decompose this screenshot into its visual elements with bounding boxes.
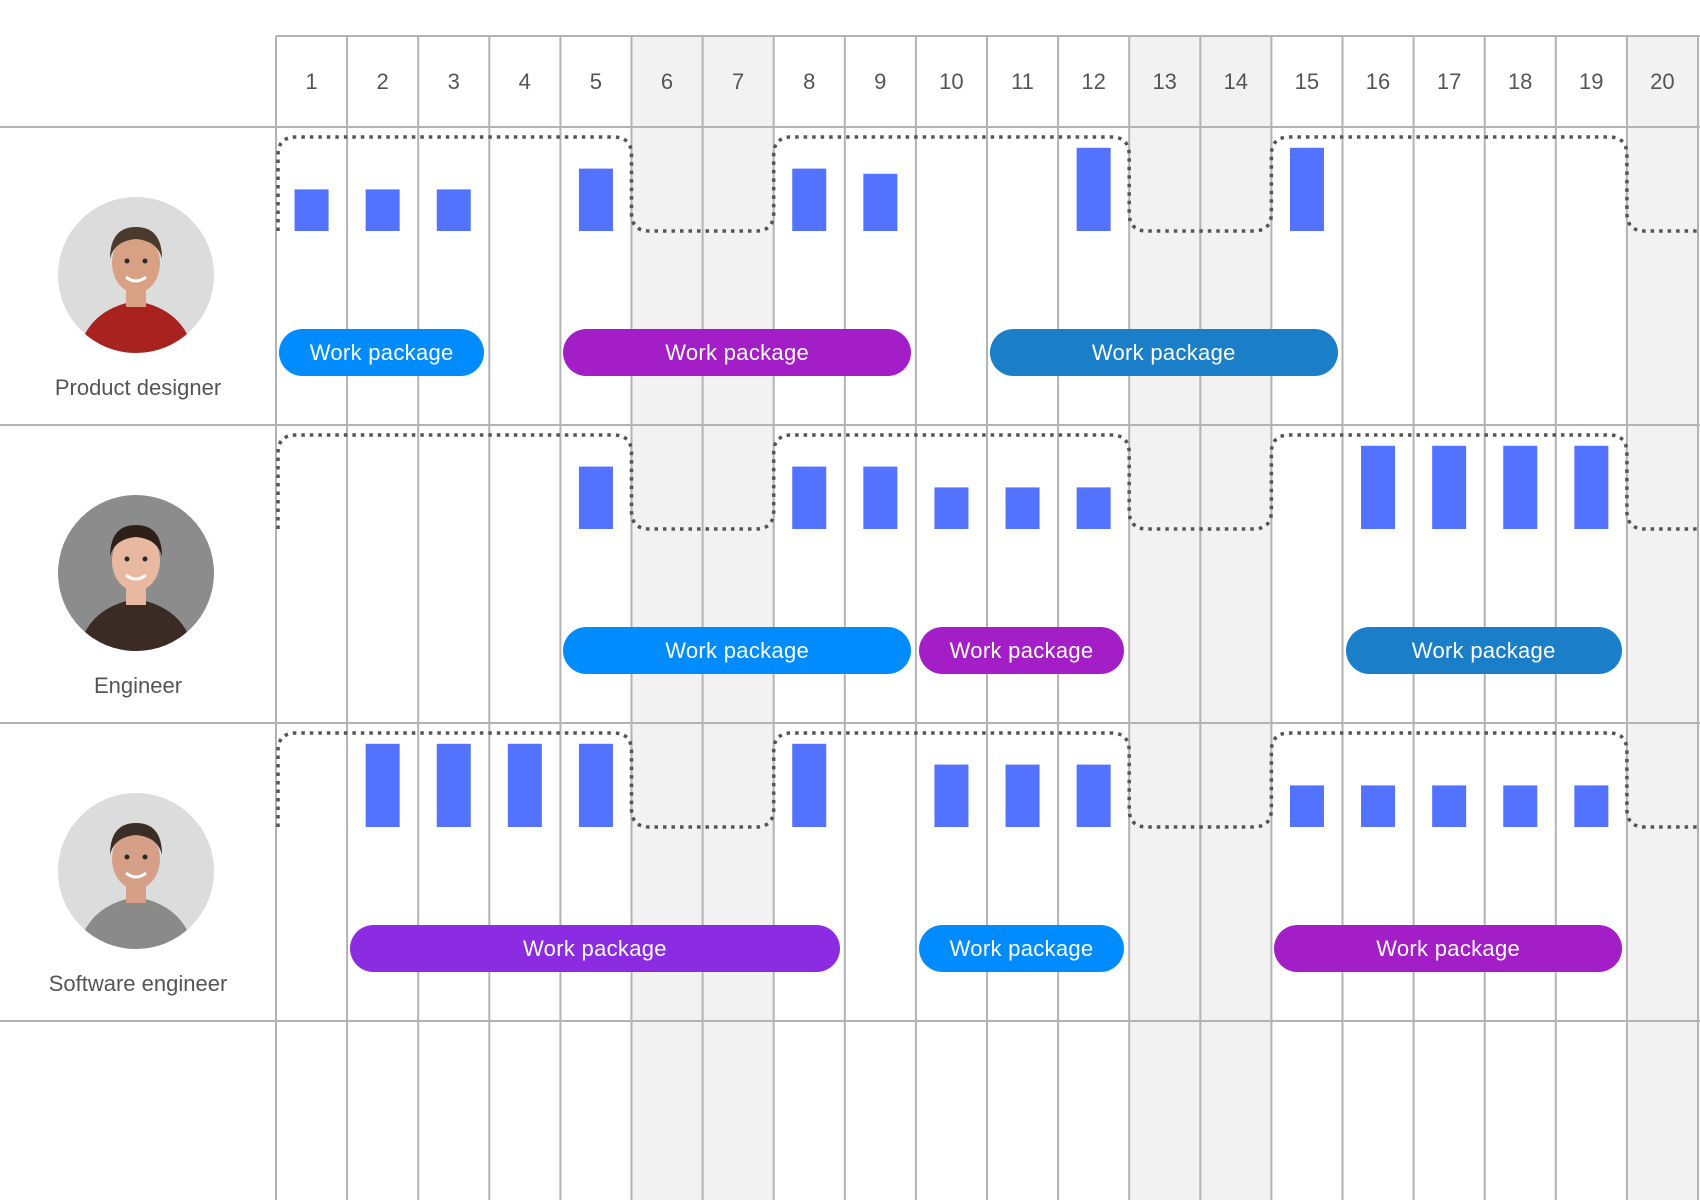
work-package-bar[interactable]: Work package bbox=[990, 329, 1338, 376]
workload-bar bbox=[1503, 785, 1538, 827]
day-header-19: 19 bbox=[1579, 68, 1604, 94]
availability-outline bbox=[276, 731, 1700, 829]
avatar bbox=[58, 793, 214, 949]
day-header-20: 20 bbox=[1650, 68, 1675, 94]
work-package-bar[interactable]: Work package bbox=[1345, 627, 1622, 674]
role-label: Software engineer bbox=[48, 971, 228, 996]
workload-bar bbox=[1289, 785, 1324, 827]
workload-bar bbox=[294, 189, 329, 231]
workload-bar bbox=[1432, 445, 1467, 529]
role-label: Engineer bbox=[93, 673, 183, 698]
day-header-14: 14 bbox=[1223, 68, 1249, 94]
workload-bar bbox=[1076, 487, 1111, 529]
workload-bar bbox=[792, 743, 827, 827]
workload-bar bbox=[1574, 445, 1609, 529]
workload-bar bbox=[1076, 764, 1111, 827]
day-header-12: 12 bbox=[1081, 68, 1106, 94]
day-header-1: 1 bbox=[305, 68, 318, 94]
work-package-bar[interactable]: Work package bbox=[279, 329, 485, 376]
work-package-bar[interactable]: Work package bbox=[918, 627, 1125, 674]
workload-bar bbox=[1076, 147, 1111, 231]
workload-bar bbox=[1361, 445, 1396, 529]
day-header-10: 10 bbox=[939, 68, 964, 94]
weekend-column bbox=[1129, 36, 1201, 1200]
workload-bar bbox=[436, 743, 471, 827]
role-label: Product designer bbox=[54, 375, 222, 400]
day-header-3: 3 bbox=[447, 68, 460, 94]
day-header-4: 4 bbox=[518, 68, 531, 94]
day-header-16: 16 bbox=[1365, 68, 1391, 94]
day-header-13: 13 bbox=[1152, 68, 1177, 94]
workload-bar bbox=[1432, 785, 1467, 827]
weekend-column bbox=[1200, 36, 1272, 1200]
workload-bar bbox=[1503, 445, 1538, 529]
day-header-18: 18 bbox=[1507, 68, 1533, 94]
workload-bar bbox=[1574, 785, 1609, 827]
workload-bar bbox=[436, 189, 471, 231]
workload-bar bbox=[1005, 487, 1040, 529]
work-package-bar[interactable]: Work package bbox=[1274, 925, 1622, 972]
workload-bar bbox=[792, 168, 827, 231]
workload-bar bbox=[578, 168, 613, 231]
weekend-column bbox=[702, 36, 774, 1200]
workload-bar bbox=[578, 466, 613, 529]
work-package-bar[interactable]: Work package bbox=[350, 925, 840, 972]
day-header-15: 15 bbox=[1294, 68, 1320, 94]
workload-bar bbox=[1005, 764, 1040, 827]
workload-bar bbox=[365, 743, 400, 827]
work-package-bar[interactable]: Work package bbox=[563, 627, 911, 674]
work-package-bar[interactable]: Work package bbox=[918, 925, 1125, 972]
workload-bar bbox=[1361, 785, 1396, 827]
avatar bbox=[58, 197, 214, 353]
work-package-bar[interactable]: Work package bbox=[563, 329, 911, 376]
day-header-2: 2 bbox=[376, 68, 389, 94]
workload-bar bbox=[1289, 147, 1324, 231]
day-header-7: 7 bbox=[731, 68, 745, 94]
avatar bbox=[58, 495, 214, 651]
workload-bar bbox=[863, 466, 898, 529]
workload-bar bbox=[934, 764, 969, 827]
day-header-5: 5 bbox=[589, 68, 603, 94]
weekend-column bbox=[631, 36, 703, 1200]
workload-bar bbox=[578, 743, 613, 827]
weekend-column bbox=[1626, 36, 1698, 1200]
day-header-17: 17 bbox=[1436, 68, 1462, 94]
day-header-8: 8 bbox=[803, 68, 816, 94]
day-header-9: 9 bbox=[874, 68, 887, 94]
workload-bar bbox=[863, 173, 898, 231]
workload-bar bbox=[507, 743, 542, 827]
day-header-11: 11 bbox=[1011, 68, 1034, 94]
availability-outline bbox=[276, 433, 1700, 531]
workload-bar bbox=[365, 189, 400, 231]
workload-bar bbox=[934, 487, 969, 529]
workload-bar bbox=[792, 466, 827, 529]
availability-outline bbox=[276, 135, 1700, 233]
day-header-6: 6 bbox=[660, 68, 674, 94]
